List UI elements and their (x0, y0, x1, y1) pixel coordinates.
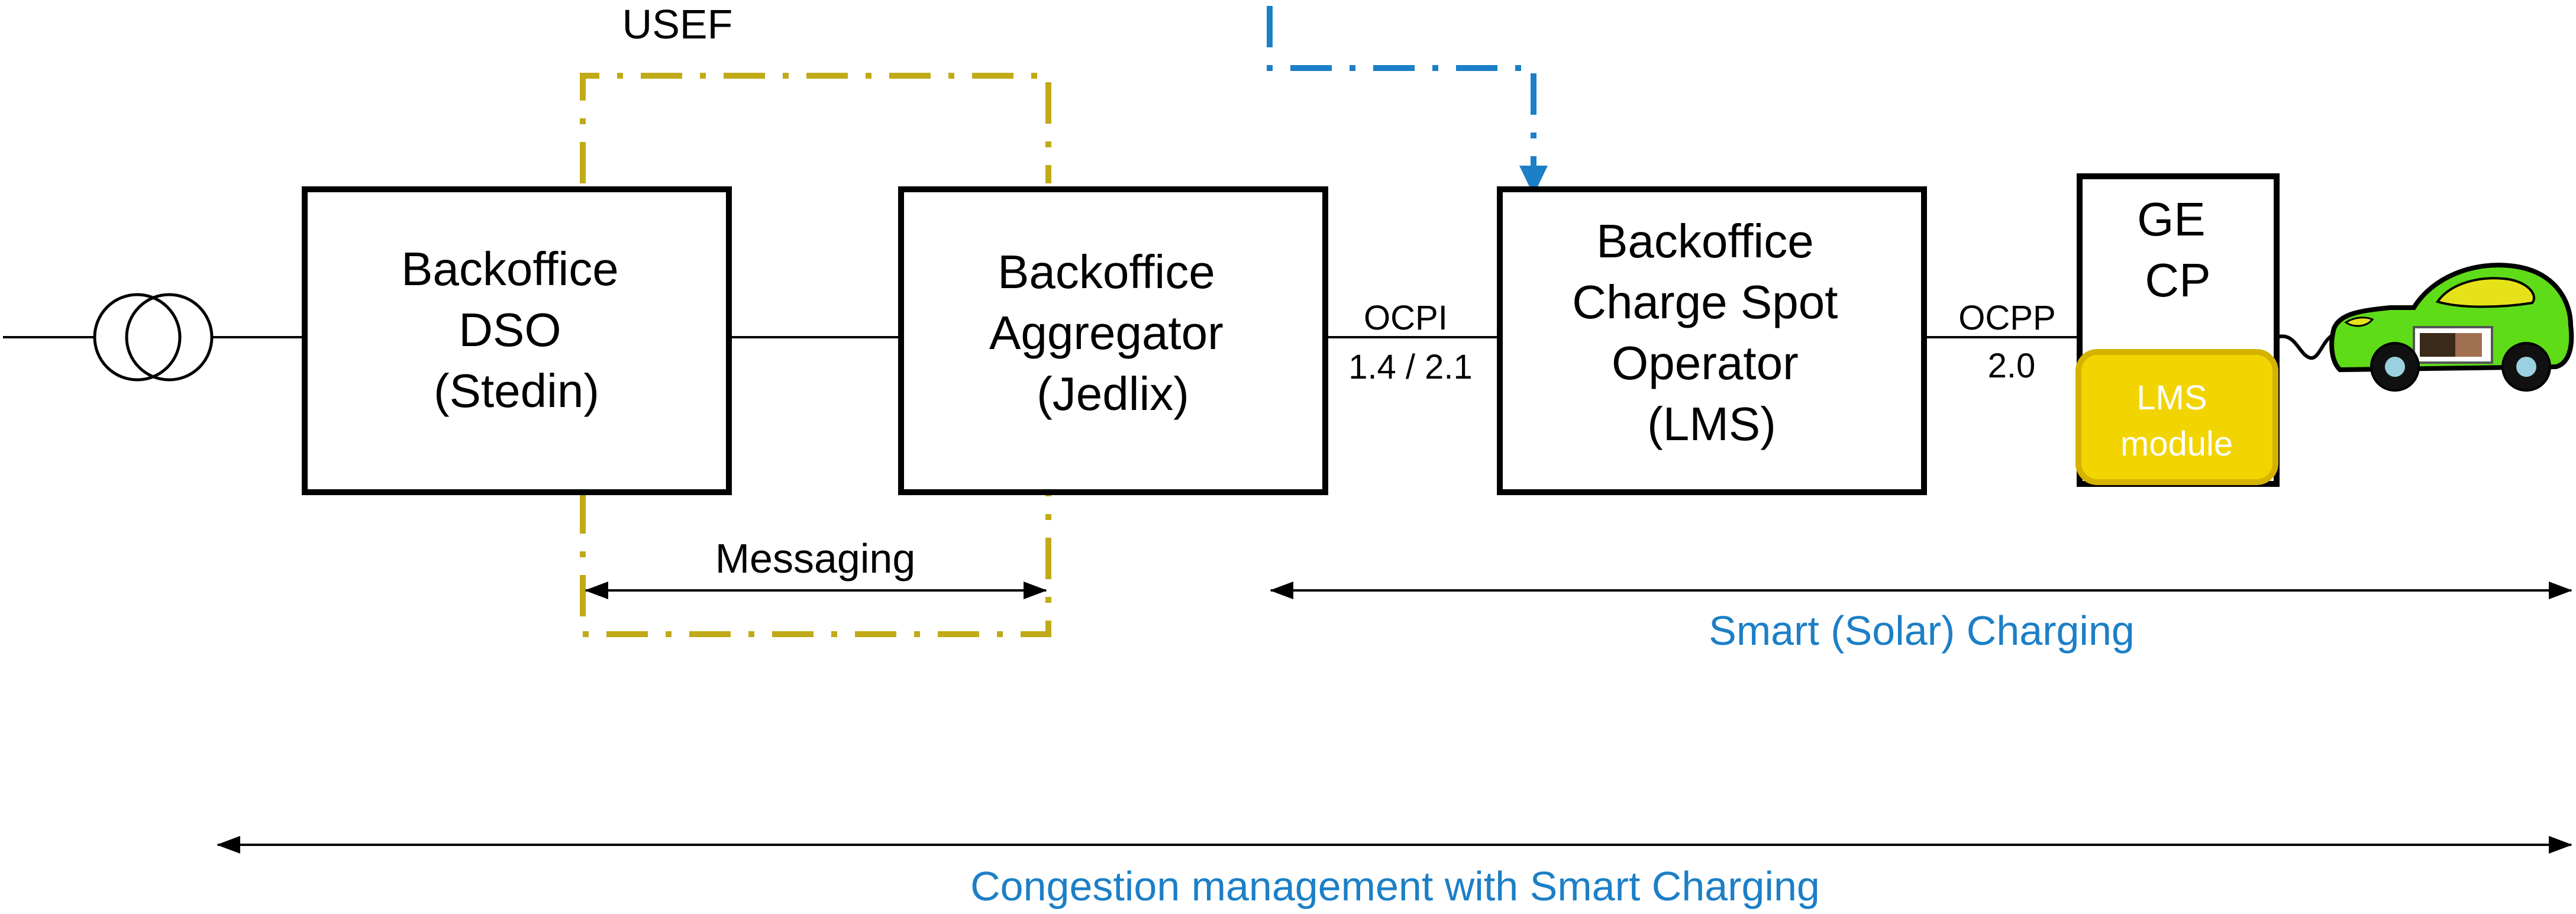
cp-label: GE CP (2137, 193, 2219, 306)
transformer-icon (3, 293, 305, 382)
congestion-label: Congestion management with Smart Chargin… (970, 863, 1820, 909)
dso-box (302, 186, 732, 495)
messaging-label: Messaging (715, 535, 916, 582)
lms-module (2075, 349, 2278, 485)
electric-car-icon (2276, 263, 2574, 392)
cso-box (1497, 186, 1927, 495)
ocpi-label: OCPI 1.4 / 2.1 (1348, 299, 1473, 386)
usef-bottom-link (580, 492, 1051, 637)
usef-top-link (580, 73, 1051, 183)
aggregator-box (898, 186, 1328, 495)
blue-arrowhead (1519, 166, 1548, 195)
usef-label: USEF (622, 1, 733, 47)
blue-incoming-link (1267, 6, 1536, 169)
ocpp-label: OCPP 2.0 (1958, 299, 2064, 385)
lms-module-label: LMS module (2120, 379, 2233, 463)
smart-charging-label: Smart (Solar) Charging (1709, 608, 2135, 654)
aggregator-label: Backoffice Aggregator (Jedlix) (989, 246, 1237, 420)
dso-label: Backoffice DSO (Stedin) (401, 243, 632, 417)
cso-label: Backoffice Charge Spot Operator (LMS) (1572, 215, 1851, 450)
